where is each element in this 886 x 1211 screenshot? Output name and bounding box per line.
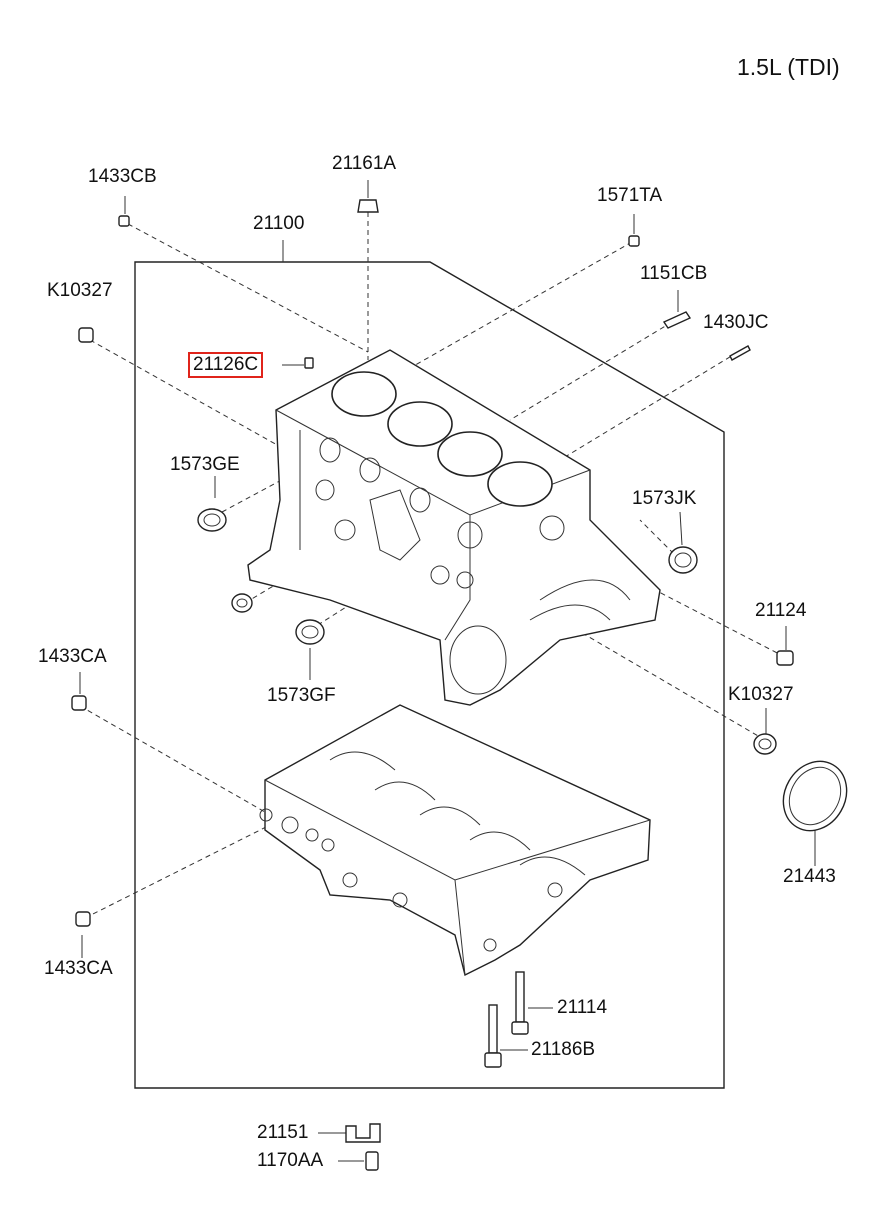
- part-label-1151CB[interactable]: 1151CB: [640, 263, 708, 284]
- part-label-1430JC[interactable]: 1430JC: [703, 312, 769, 333]
- page-title: 1.5L (TDI): [737, 54, 840, 80]
- part-label-21186B[interactable]: 21186B: [531, 1039, 596, 1060]
- part-label-1573GE[interactable]: 1573GE: [170, 454, 240, 475]
- crankcase-lower: [259, 704, 651, 977]
- part-label-21151[interactable]: 21151: [257, 1122, 309, 1143]
- assembly-frame: [134, 261, 725, 1089]
- part-label-K10327-lower[interactable]: K10327: [728, 684, 794, 705]
- part-label-21114[interactable]: 21114: [557, 997, 608, 1018]
- part-label-1433CA-lower[interactable]: 1433CA: [44, 958, 113, 979]
- part-label-21124[interactable]: 21124: [755, 600, 807, 621]
- bolts: [345, 971, 529, 1171]
- part-label-1573JK[interactable]: 1573JK: [632, 488, 697, 509]
- part-label-21161A[interactable]: 21161A: [332, 153, 397, 174]
- part-label-K10327-upper[interactable]: K10327: [47, 280, 113, 301]
- part-label-1571TA[interactable]: 1571TA: [597, 185, 663, 206]
- part-label-1573GF[interactable]: 1573GF: [267, 685, 336, 706]
- part-label-1433CA-upper[interactable]: 1433CA: [38, 646, 107, 667]
- leader-lines: [79, 180, 816, 1162]
- small-parts: [71, 199, 794, 927]
- part-label-1170AA[interactable]: 1170AA: [257, 1150, 324, 1171]
- part-label-1433CB[interactable]: 1433CB: [88, 166, 157, 187]
- cylinder-block-upper: [247, 349, 661, 706]
- part-label-21443[interactable]: 21443: [783, 866, 836, 887]
- part-label-21100[interactable]: 21100: [253, 213, 305, 234]
- part-label-21126C-highlighted[interactable]: 21126C: [188, 352, 264, 378]
- seal-rings: [197, 508, 848, 832]
